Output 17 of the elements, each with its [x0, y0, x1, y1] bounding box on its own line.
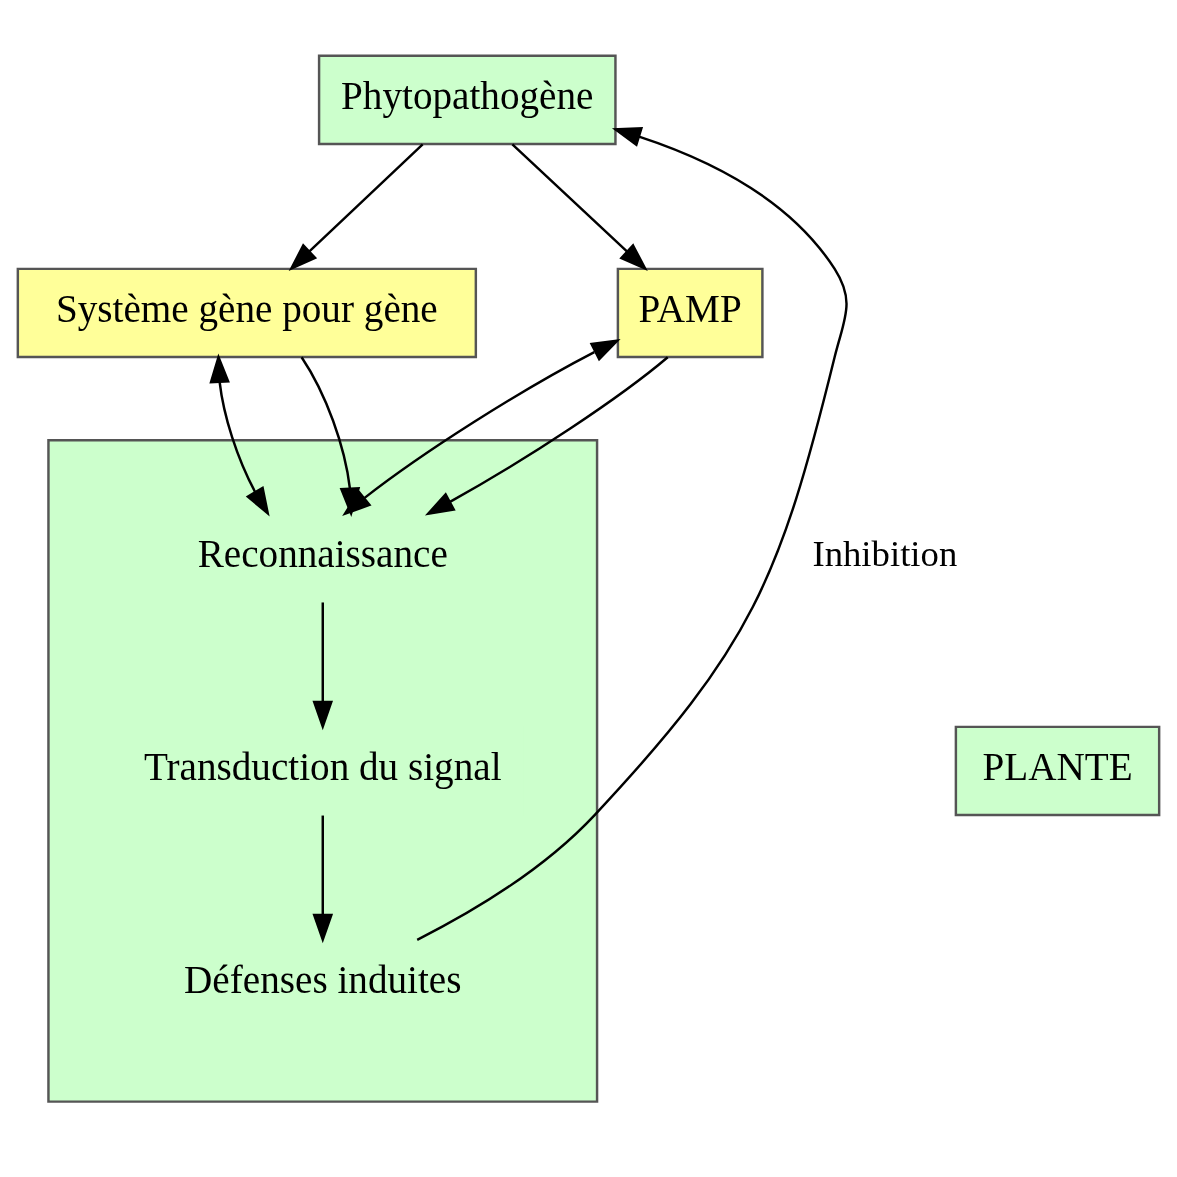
arrow	[209, 353, 270, 517]
arrow	[342, 339, 621, 517]
edge-label: Inhibition	[812, 533, 958, 575]
arrow	[312, 815, 334, 944]
node-box: Système gène pour gène	[16, 267, 478, 359]
arrow	[416, 127, 848, 941]
node-text: Défenses induites	[184, 958, 462, 1002]
arrow	[511, 143, 648, 271]
arrow	[288, 143, 424, 271]
node-text: Transduction du signal	[143, 745, 502, 789]
arrow	[424, 356, 669, 516]
cluster	[47, 439, 599, 1103]
node-text: Reconnaissance	[197, 532, 448, 576]
node-box: Phytopathogène	[317, 54, 617, 146]
arrow	[312, 602, 334, 731]
node-box: PLANTE	[954, 725, 1161, 817]
node-box: PAMP	[616, 267, 764, 359]
